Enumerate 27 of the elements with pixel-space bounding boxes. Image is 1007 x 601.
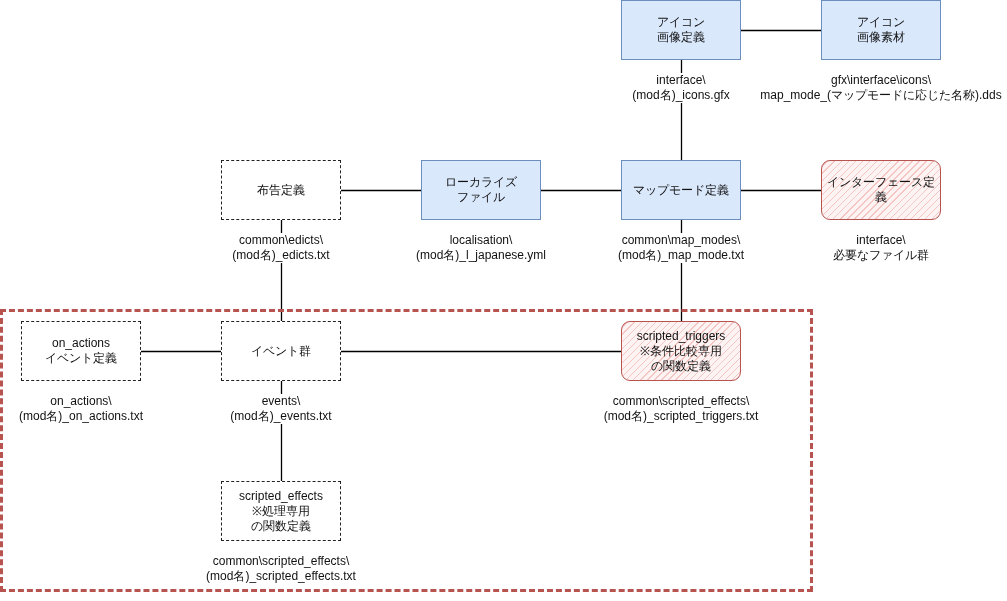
file-box: scripted_triggers ※条件比較専用の関数定義 bbox=[621, 321, 741, 381]
file-box: アイコン画像素材 bbox=[821, 0, 941, 60]
file-box: アイコン画像定義 bbox=[621, 0, 741, 60]
file-path-label: on_actions\ (mod名)_on_actions.txt bbox=[19, 394, 143, 424]
file-path-label: interface\ 必要なファイル群 bbox=[833, 233, 929, 263]
file-box: ローカライズファイル bbox=[421, 160, 541, 220]
connector-line bbox=[740, 29, 822, 32]
file-path-label: common\scripted_effects\ (mod名)_scripted_triggers.txt bbox=[603, 394, 759, 424]
file-box: 布告定義 bbox=[221, 160, 341, 220]
file-path-label: common\scripted_effects\ (mod名)_scripted_effects.txt bbox=[206, 554, 356, 584]
file-path-label: events\ (mod名)_events.txt bbox=[230, 394, 332, 424]
connector-line bbox=[340, 350, 622, 353]
connector-line bbox=[340, 189, 422, 192]
connector-line bbox=[540, 189, 622, 192]
file-path-label: common\map_modes\ (mod名)_map_mode.txt bbox=[618, 233, 744, 263]
group-frame bbox=[0, 309, 813, 592]
file-path-label: common\edicts\ (mod名)_edicts.txt bbox=[232, 233, 330, 263]
connector-line bbox=[740, 189, 822, 192]
connector-line bbox=[140, 350, 222, 353]
file-box: on_actions イベント定義 bbox=[21, 321, 141, 381]
file-box: インターフェース定義 bbox=[821, 160, 941, 220]
file-path-label: gfx\interface\icons\ map_mode_(マップモードに応じた名称).dds bbox=[760, 73, 1002, 103]
file-path-label: localisation\ (mod名)_l_japanese.yml bbox=[416, 233, 546, 263]
file-path-label: interface\ (mod名)_icons.gfx bbox=[632, 73, 730, 103]
file-box: イベント群 bbox=[221, 321, 341, 381]
file-box: scripted_effects ※処理専用の関数定義 bbox=[221, 481, 341, 541]
file-box: マップモード定義 bbox=[621, 160, 741, 220]
